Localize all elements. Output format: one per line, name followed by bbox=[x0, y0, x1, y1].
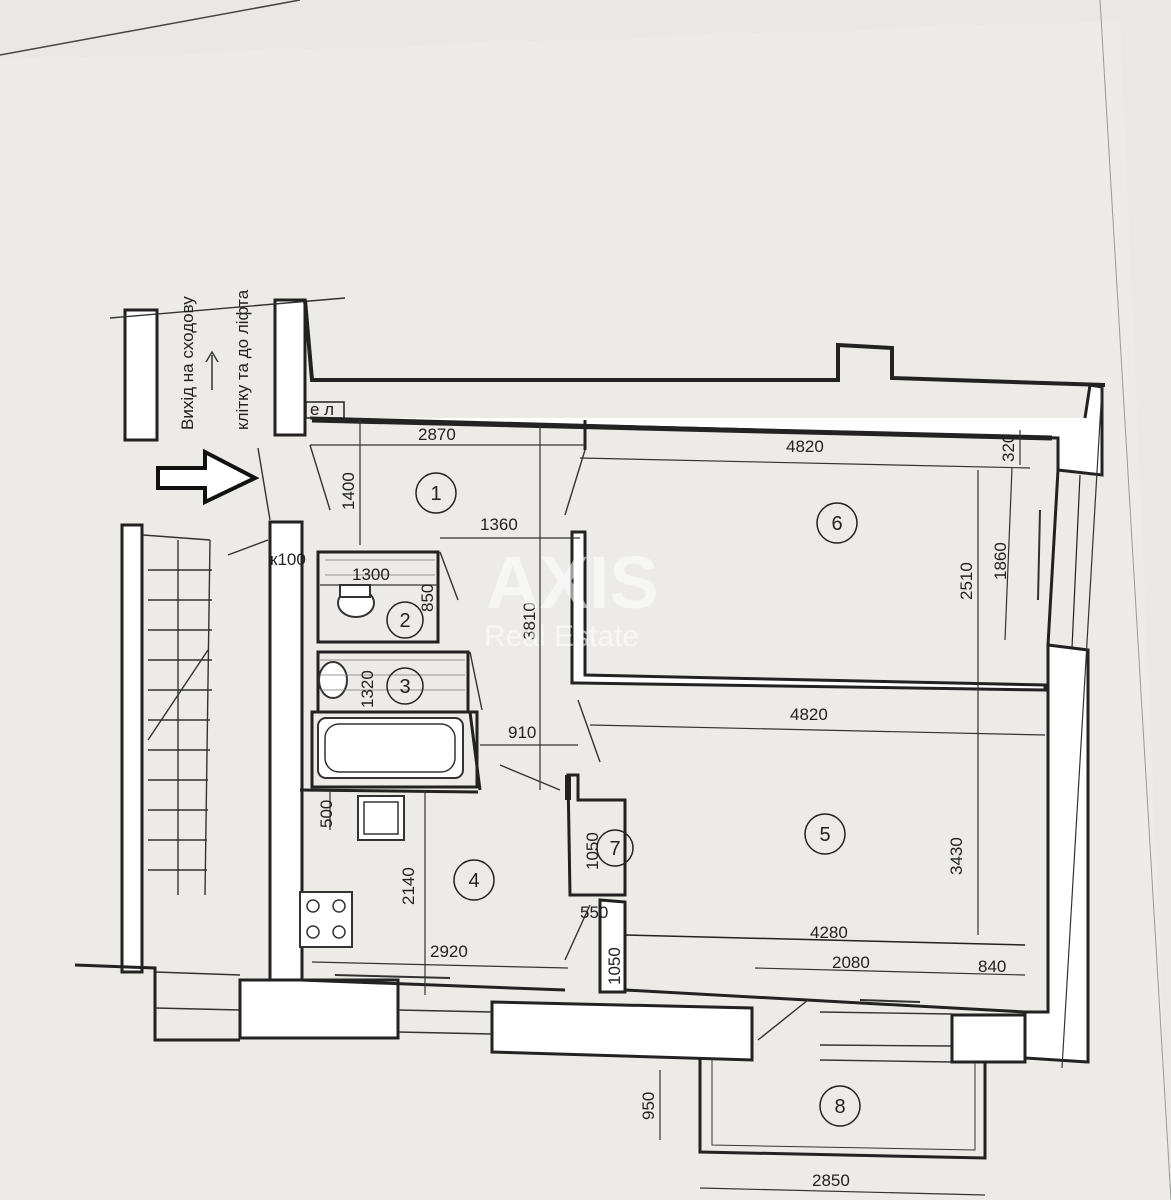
entrance-text-line2: клітку та до ліфта bbox=[233, 289, 252, 430]
room-number-4: 4 bbox=[468, 870, 479, 892]
dim-2850: 2850 bbox=[812, 1171, 850, 1190]
dim-500: 500 bbox=[317, 800, 336, 828]
dim-4820-top: 4820 bbox=[786, 437, 824, 456]
dim-4280: 4280 bbox=[810, 923, 848, 942]
fixtures bbox=[299, 509, 1041, 1003]
entrance-text-line1: Вихід на сходову bbox=[178, 296, 197, 430]
room-number-8: 8 bbox=[834, 1096, 845, 1118]
room-number-6: 6 bbox=[831, 513, 842, 535]
dimension-labels: 2870 4820 320 1400 1360 1300 850 3810 25… bbox=[317, 425, 1018, 1190]
dim-1860: 1860 bbox=[991, 542, 1010, 580]
electric-panel-label: е л bbox=[310, 400, 334, 419]
dimension-lines bbox=[310, 420, 1046, 1196]
dim-2510: 2510 bbox=[957, 562, 976, 600]
watermark-subtitle: Real Estate bbox=[484, 620, 639, 653]
dim-4820-mid: 4820 bbox=[790, 705, 828, 724]
stairwell bbox=[120, 523, 212, 974]
dim-320: 320 bbox=[999, 434, 1018, 462]
dim-950: 950 bbox=[639, 1092, 658, 1120]
watermark-brand: AXIS bbox=[486, 541, 659, 624]
dim-1050-top: 1050 bbox=[583, 832, 602, 870]
room-markers: 1 2 3 4 5 6 7 8 bbox=[386, 472, 861, 1127]
dim-1400: 1400 bbox=[339, 472, 358, 510]
apartment-walls bbox=[74, 383, 1104, 1069]
dim-1300: 1300 bbox=[352, 565, 390, 584]
balcony bbox=[698, 1058, 987, 1160]
dim-840: 840 bbox=[978, 957, 1006, 976]
riser-label: к100 bbox=[270, 550, 306, 569]
dim-910: 910 bbox=[508, 723, 536, 742]
dim-2920: 2920 bbox=[430, 942, 468, 961]
doors bbox=[227, 444, 809, 1041]
dim-3430: 3430 bbox=[947, 837, 966, 875]
room-number-2: 2 bbox=[399, 610, 410, 632]
dim-2870: 2870 bbox=[418, 425, 456, 444]
dim-550: 550 bbox=[580, 903, 608, 922]
dim-1050-bot: 1050 bbox=[605, 947, 624, 985]
dim-2140: 2140 bbox=[399, 867, 418, 905]
dim-2080: 2080 bbox=[832, 953, 870, 972]
dim-1360: 1360 bbox=[480, 515, 518, 534]
dim-3810: 3810 bbox=[520, 602, 539, 640]
dim-1320: 1320 bbox=[358, 670, 377, 708]
room-number-5: 5 bbox=[819, 824, 830, 846]
corridor-walls bbox=[109, 297, 1106, 442]
dim-850: 850 bbox=[418, 584, 437, 612]
entrance-arrow-icon bbox=[156, 448, 260, 506]
room-number-1: 1 bbox=[430, 483, 441, 505]
room-number-7: 7 bbox=[609, 838, 620, 860]
room-number-3: 3 bbox=[399, 676, 410, 698]
